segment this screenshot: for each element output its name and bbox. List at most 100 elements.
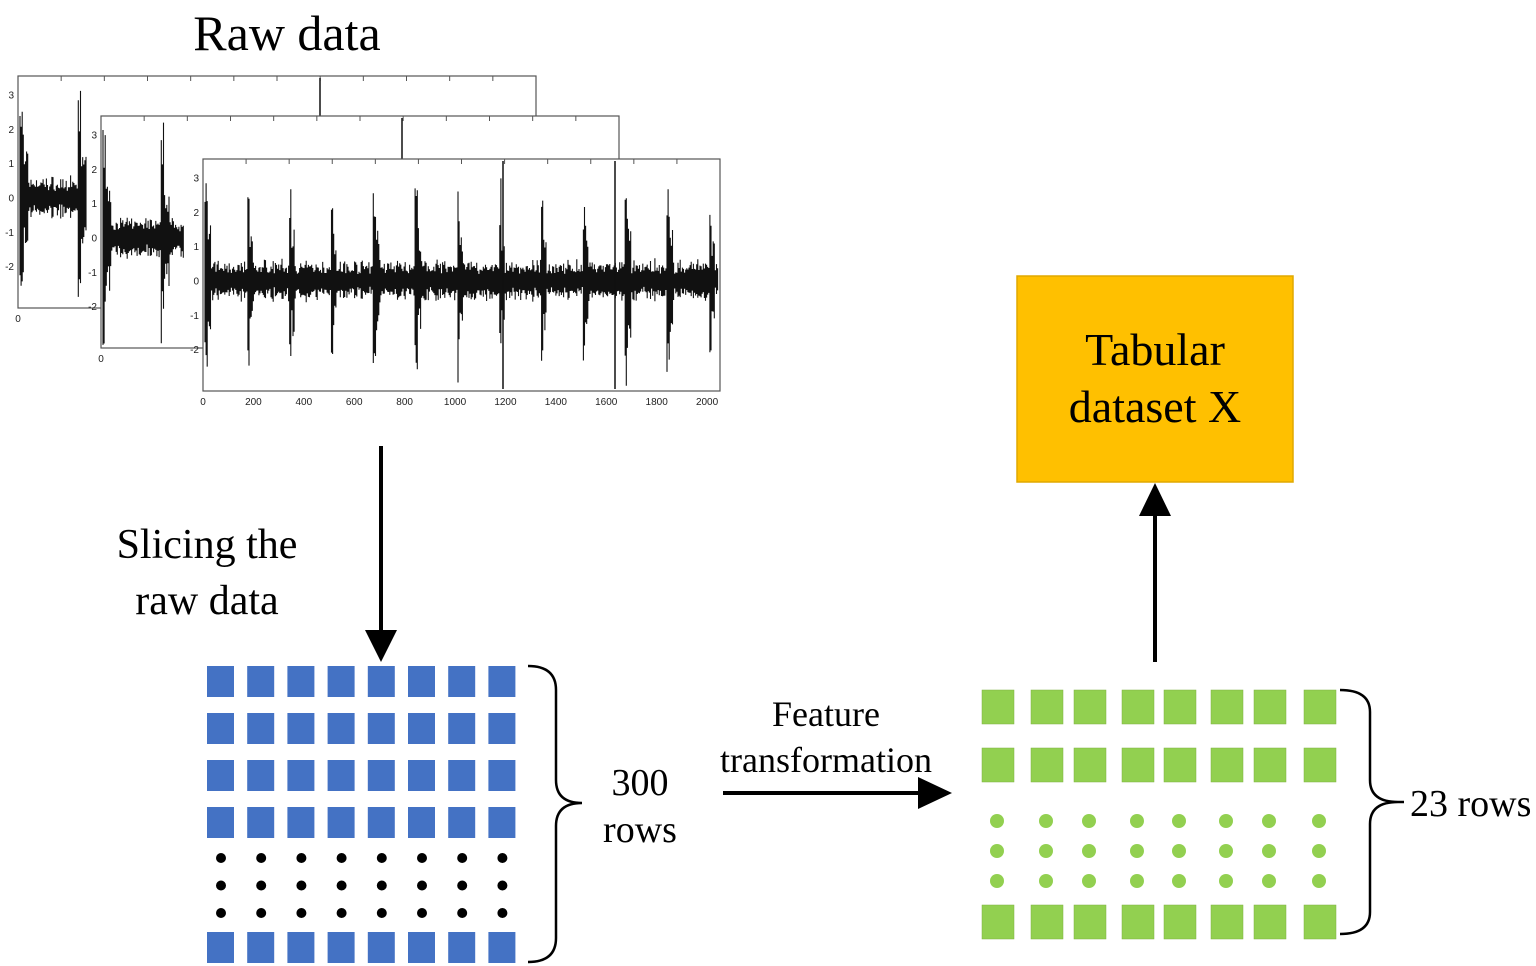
x-tick-label: 2000 (696, 397, 719, 408)
y-tick-label: -1 (190, 311, 199, 322)
feature-cell (1073, 904, 1107, 940)
raw-data-dot (376, 853, 387, 863)
x-tick-label: 0 (15, 314, 21, 325)
raw-signal-plots: 3210-1-202003210-1-202003210-1-202004006… (5, 75, 721, 408)
feature-dot (1130, 814, 1144, 828)
raw-data-cell (448, 760, 476, 791)
waveform (19, 90, 87, 297)
raw-data-cell (207, 932, 234, 963)
feature-dot (1039, 874, 1053, 888)
y-tick-label: 0 (193, 277, 199, 288)
y-tick-label: 1 (91, 199, 97, 210)
raw-data-dot (457, 908, 468, 918)
feature-cell (1210, 689, 1244, 725)
y-tick-label: 2 (193, 208, 199, 219)
raw-data-cell (488, 713, 516, 744)
raw-data-cell (327, 932, 355, 963)
raw-data-grid (207, 666, 516, 963)
x-tick-label: 600 (346, 397, 363, 408)
feature-dot (1082, 844, 1096, 858)
raw-data-dot (336, 853, 347, 863)
x-tick-label: 1000 (444, 397, 467, 408)
raw-data-cell (327, 807, 355, 838)
waveform (102, 122, 184, 345)
y-tick-label: -2 (190, 345, 199, 356)
y-tick-label: 3 (91, 131, 97, 142)
rows-300-label: rows (603, 809, 677, 851)
raw-data-cell (327, 760, 355, 791)
feature-cell (1121, 747, 1155, 783)
raw-data-cell (488, 807, 516, 838)
feature-dot (1219, 814, 1233, 828)
raw-data-cell (408, 807, 435, 838)
raw-data-cell (488, 760, 516, 791)
raw-data-dot (417, 880, 427, 891)
raw-data-dot (336, 880, 347, 891)
raw-data-cell (287, 760, 315, 791)
feature-cell (1253, 747, 1287, 783)
raw-data-cell (247, 713, 275, 744)
feature-dot (1312, 874, 1326, 888)
feature-dot (1082, 814, 1096, 828)
feature-cell (1030, 747, 1064, 783)
slicing-arrow (365, 446, 397, 662)
feature-dot (1312, 844, 1326, 858)
y-tick-label: 1 (193, 242, 199, 253)
raw-data-cell (247, 666, 275, 697)
feature-dot (1130, 874, 1144, 888)
raw-data-dot (417, 853, 427, 863)
raw-data-dot (497, 908, 508, 918)
feature-dot (1172, 844, 1186, 858)
feature-cell (1210, 747, 1244, 783)
feature-cell (981, 904, 1015, 940)
y-tick-label: 3 (8, 91, 14, 102)
raw-data-dot (457, 853, 468, 863)
feature-cell (1163, 689, 1197, 725)
raw-data-cell (408, 760, 435, 791)
x-tick-label: 1800 (646, 397, 669, 408)
raw-data-cell (327, 713, 355, 744)
x-tick-label: 200 (245, 397, 262, 408)
raw-data-dot (457, 880, 468, 891)
tabular-label-line1: Tabular (1085, 324, 1225, 375)
tabular-arrow (1139, 483, 1171, 662)
feature-dot (1039, 814, 1053, 828)
rows-23-label: 23 rows (1410, 783, 1531, 825)
raw-data-dot (216, 853, 226, 863)
slicing-label-line2: raw data (135, 578, 279, 624)
y-tick-label: 0 (8, 194, 14, 205)
raw-data-cell (207, 807, 234, 838)
raw-data-dot (296, 908, 307, 918)
feature-arrow (723, 777, 952, 809)
feature-cell (981, 747, 1015, 783)
raw-data-dot (376, 880, 387, 891)
y-tick-label: 0 (91, 234, 97, 245)
feature-dot (990, 844, 1004, 858)
raw-data-dot (216, 880, 226, 891)
raw-data-cell (287, 932, 315, 963)
raw-data-cell (327, 666, 355, 697)
raw-data-dot (256, 908, 267, 918)
feature-dot (1130, 844, 1144, 858)
feature-dot (1039, 844, 1053, 858)
y-tick-label: 2 (91, 165, 97, 176)
feature-cell (1303, 747, 1337, 783)
x-tick-label: 1600 (595, 397, 618, 408)
y-tick-label: -1 (88, 268, 97, 279)
y-tick-label: 3 (193, 174, 199, 185)
raw-data-cell (408, 932, 435, 963)
raw-data-cell (247, 760, 275, 791)
feature-cell (1030, 904, 1064, 940)
raw-data-dot (417, 908, 427, 918)
raw-data-cell (287, 807, 315, 838)
feature-dot (990, 874, 1004, 888)
raw-brace (527, 664, 583, 964)
feature-cell (1303, 904, 1337, 940)
feature-cell (1253, 689, 1287, 725)
feature-cell (981, 689, 1015, 725)
raw-data-title: Raw data (193, 5, 380, 61)
feature-dot (1262, 844, 1276, 858)
feature-dot (990, 814, 1004, 828)
